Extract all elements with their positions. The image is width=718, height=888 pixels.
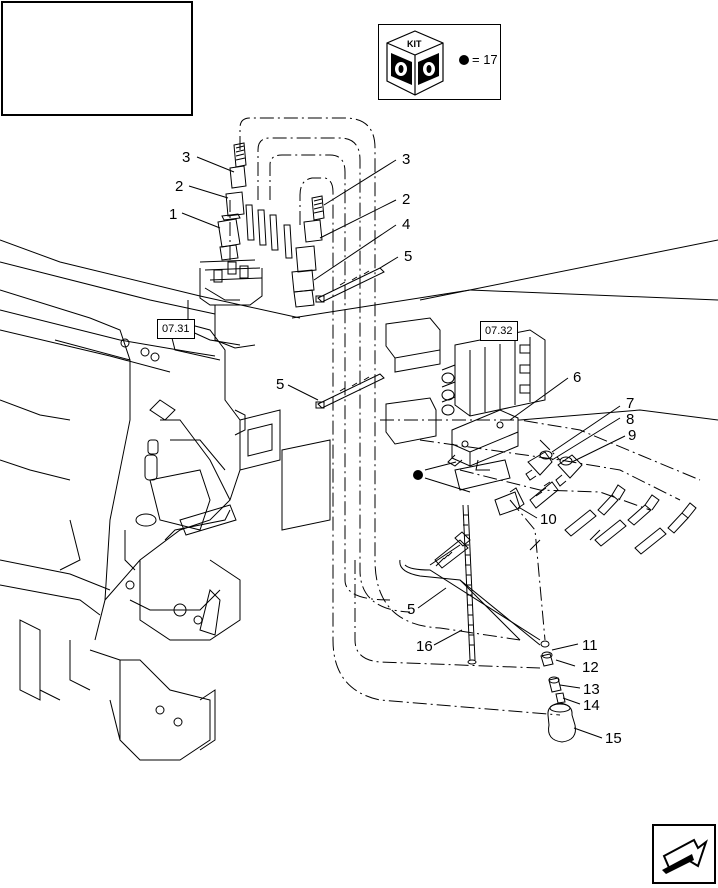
hose-end-fitting bbox=[434, 531, 471, 569]
hose-clamp-5-top bbox=[315, 267, 385, 303]
kit-legend-box: KIT bbox=[378, 24, 501, 100]
title-block bbox=[1, 1, 193, 116]
label-16: 16 bbox=[416, 638, 433, 655]
coupler-stack-right bbox=[283, 195, 325, 308]
kit-cube-icon: KIT bbox=[386, 30, 444, 96]
label-1: 1 bbox=[169, 206, 177, 223]
label-7: 7 bbox=[626, 395, 634, 412]
coupler-stack-left bbox=[199, 142, 279, 301]
reference-tag-0732[interactable]: 07.32 bbox=[480, 321, 518, 341]
hose-routes bbox=[229, 117, 701, 716]
right-hose-couplers bbox=[529, 484, 697, 555]
label-8: 8 bbox=[626, 411, 634, 428]
label-3-left: 3 bbox=[182, 149, 190, 166]
label-2-left: 2 bbox=[175, 178, 183, 195]
label-14: 14 bbox=[583, 697, 600, 714]
accumulator-assembly bbox=[540, 640, 576, 743]
label-4: 4 bbox=[402, 216, 410, 233]
label-5-top: 5 bbox=[404, 248, 412, 265]
label-15: 15 bbox=[605, 730, 622, 747]
legend-dot-icon bbox=[459, 55, 469, 65]
label-11: 11 bbox=[582, 637, 598, 654]
machine-frame bbox=[0, 239, 301, 761]
leader-lines bbox=[181, 156, 626, 739]
next-page-button[interactable] bbox=[652, 824, 716, 884]
mounting-bracket-left bbox=[187, 268, 263, 349]
reference-tag-0731[interactable]: 07.31 bbox=[157, 319, 195, 339]
hose-loop-5-bottom bbox=[399, 544, 541, 646]
elbow-fitting-7-8 bbox=[525, 450, 553, 481]
kit-title: KIT bbox=[407, 39, 422, 49]
label-2-right: 2 bbox=[402, 191, 410, 208]
kit-legend: = 17 bbox=[459, 52, 498, 67]
next-page-arrow-icon bbox=[662, 838, 708, 874]
label-13: 13 bbox=[583, 681, 600, 698]
hose-clamp-5-mid bbox=[315, 373, 385, 409]
control-valve-stack bbox=[441, 329, 546, 491]
callout-numbers: 3 2 1 3 2 4 5 5 6 7 8 9 10 5 16 11 12 13… bbox=[169, 149, 636, 747]
elbow-fitting-9 bbox=[555, 454, 583, 487]
kit-marker-dot bbox=[413, 470, 423, 480]
label-9: 9 bbox=[628, 427, 636, 444]
threaded-rod-16 bbox=[462, 504, 477, 665]
label-10: 10 bbox=[540, 511, 557, 528]
label-5-mid: 5 bbox=[276, 376, 284, 393]
kit-legend-value: = 17 bbox=[472, 52, 498, 67]
label-5-bottom: 5 bbox=[407, 601, 415, 618]
valve-block-6 bbox=[447, 409, 519, 471]
label-12: 12 bbox=[582, 659, 599, 676]
label-6: 6 bbox=[573, 369, 581, 386]
mounting-plates-right bbox=[179, 239, 718, 536]
label-3-right: 3 bbox=[402, 151, 410, 168]
